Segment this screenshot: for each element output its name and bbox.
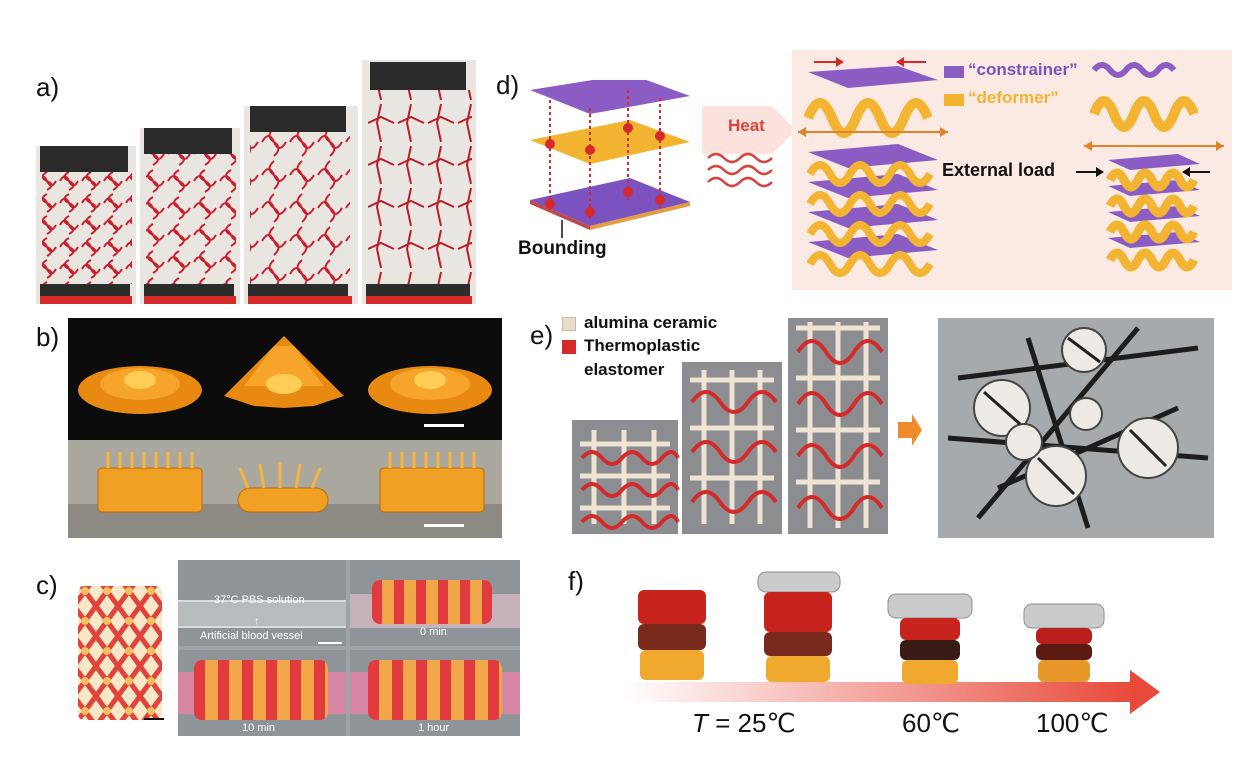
temperature-100: 100℃ xyxy=(1036,708,1109,738)
panel-e-label: e) xyxy=(530,320,554,350)
legend-constrainer-label: “constrainer” xyxy=(968,60,1078,79)
tile-1hour: 1 hour xyxy=(350,650,520,736)
heat-label: Heat xyxy=(728,116,765,135)
time-label-2: 1 hour xyxy=(418,722,450,734)
time-label-0: 0 min xyxy=(420,626,447,638)
panel-c-label: c) xyxy=(36,570,58,600)
external-load-arrows xyxy=(1076,167,1210,177)
solution-text: 37°C PBS solution xyxy=(214,594,305,606)
temperature-60: 60℃ xyxy=(902,708,961,738)
legend-ceramic-label: alumina ceramic xyxy=(584,313,718,332)
layer-stack-diagram xyxy=(530,80,690,238)
panel-f-label: f) xyxy=(568,566,584,596)
stretch-sequence-image xyxy=(36,60,476,304)
tile-solution: 37°C PBS solution ↑ Artificial blood ves… xyxy=(178,560,346,646)
stent-image xyxy=(78,586,164,720)
vessel-arrow: ↑ xyxy=(254,616,259,627)
legend-deformer-swatch xyxy=(944,94,964,106)
tile-10min: 10 min xyxy=(178,650,346,736)
vessel-text: Artificial blood vessel xyxy=(200,630,303,642)
temperature-symbol: T xyxy=(692,708,708,738)
legend-ceramic-swatch xyxy=(562,317,576,331)
external-load-label: External load xyxy=(942,160,1056,180)
tile-0min: 0 min xyxy=(350,560,520,646)
wavy-stack-middle xyxy=(798,57,948,277)
ceramic-lattice-sequence xyxy=(572,318,922,534)
panel-d-label: d) xyxy=(496,70,520,100)
legend-tpe-label-1: Thermoplastic xyxy=(584,336,701,355)
wavy-stack-loaded xyxy=(1084,62,1224,272)
legend-constrainer-swatch xyxy=(944,66,964,78)
sphere-lattice-photo xyxy=(938,318,1214,538)
panel-a-label: a) xyxy=(36,72,60,102)
vessel-time-series: 37°C PBS solution ↑ Artificial blood ves… xyxy=(178,560,520,736)
loaded-samples-photo xyxy=(624,571,1160,714)
temperature-first: T = 25℃ xyxy=(692,708,796,739)
heat-arrow xyxy=(702,106,796,188)
temperature-25: = 25℃ xyxy=(707,708,796,738)
panel-b-label: b) xyxy=(36,322,60,352)
bounding-label: Bounding xyxy=(518,238,607,259)
legend-tpe-label-2: elastomer xyxy=(584,360,665,379)
legend-deformer-label: “deformer” xyxy=(968,88,1059,107)
legend-tpe-swatch xyxy=(562,340,576,354)
time-label-1: 10 min xyxy=(242,722,276,734)
flower-lattice-image xyxy=(68,318,502,538)
